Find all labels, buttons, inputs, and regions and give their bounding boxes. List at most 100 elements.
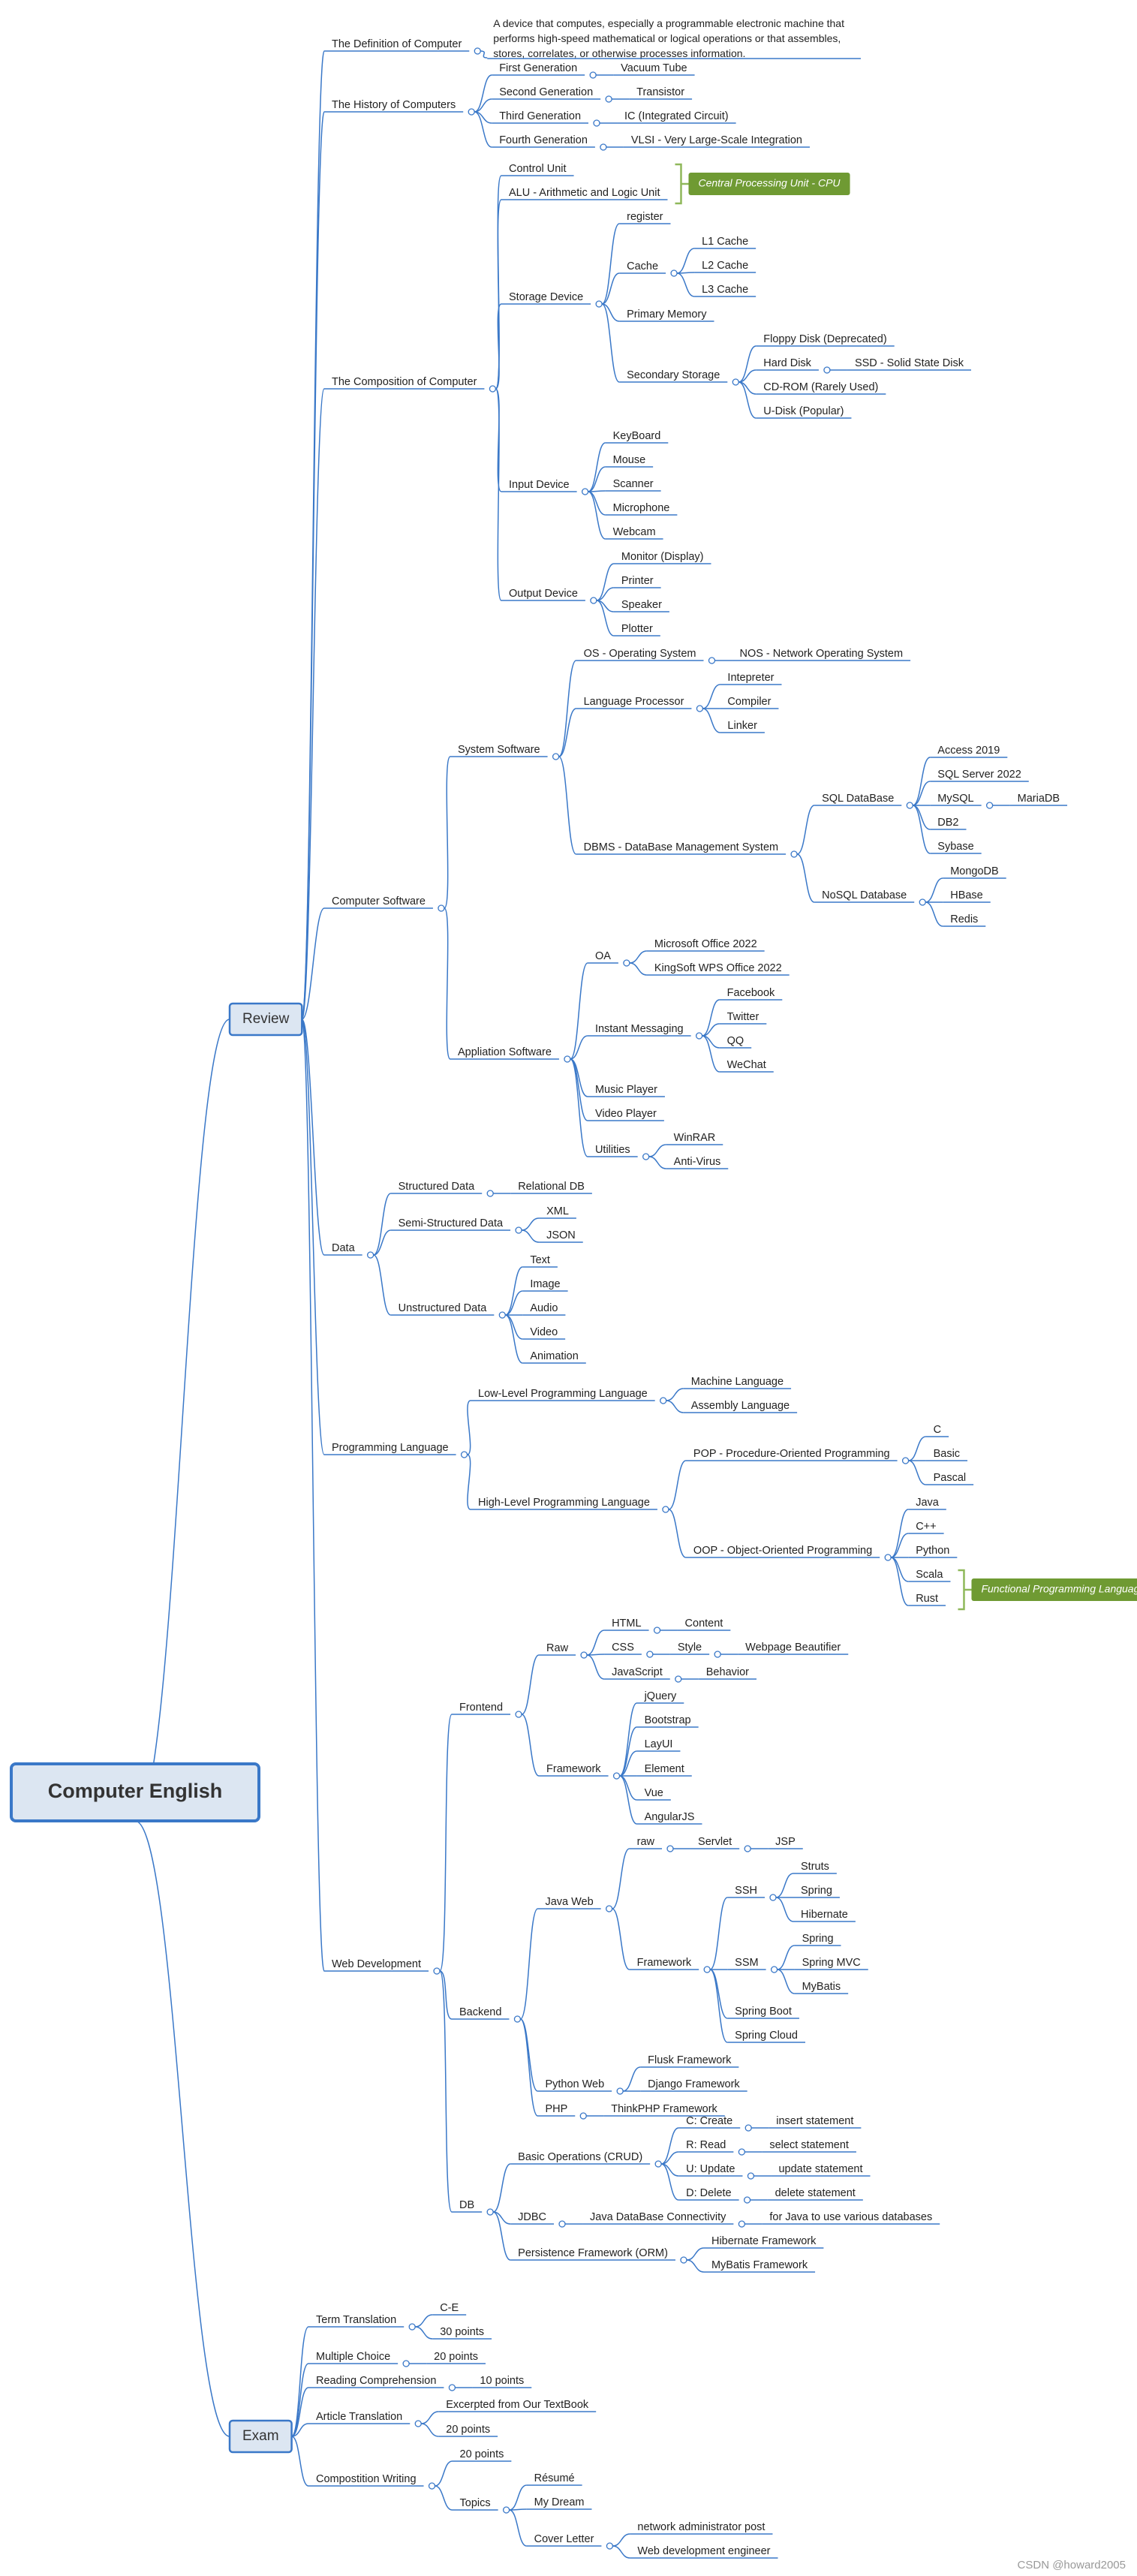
node-dd[interactable]: D: Delete (678, 2187, 739, 2201)
node-java[interactable]: Java (908, 1497, 946, 1510)
node-aud[interactable]: Audio (522, 1302, 566, 1316)
node-app[interactable]: Appliation Software (450, 1046, 559, 1060)
node-struts[interactable]: Struts (793, 1861, 837, 1874)
node-reg[interactable]: register (619, 211, 671, 224)
node-h2[interactable]: Second Generation (492, 86, 601, 100)
node-php[interactable]: PHP (537, 2103, 576, 2117)
collapse-dot-os[interactable] (708, 657, 716, 664)
collapse-dot-srv[interactable] (744, 1845, 751, 1852)
collapse-dot-hist[interactable] (468, 108, 475, 116)
collapse-dot-at[interactable] (414, 2420, 422, 2427)
node-hib[interactable]: Hibernate (793, 1909, 856, 1922)
node-spring2[interactable]: Spring (794, 1933, 841, 1946)
collapse-dot-css[interactable] (646, 1651, 654, 1658)
collapse-dot-ut[interactable] (642, 1153, 650, 1160)
node-hd[interactable]: Hard Disk (756, 357, 819, 371)
node-vp[interactable]: Video Player (587, 1108, 664, 1121)
node-dbms[interactable]: DBMS - DataBase Management System (576, 841, 787, 855)
collapse-dot-sys[interactable] (552, 753, 560, 760)
node-os[interactable]: OS - Operating System (576, 648, 704, 661)
collapse-dot-low[interactable] (660, 1397, 667, 1404)
node-img[interactable]: Image (522, 1278, 568, 1292)
node-db2[interactable]: DB2 (930, 817, 967, 830)
node-cw20[interactable]: 20 points (452, 2448, 512, 2462)
node-pas[interactable]: Pascal (925, 1472, 974, 1485)
node-exam[interactable]: Exam (228, 2419, 293, 2454)
node-h3v[interactable]: IC (Integrated Circuit) (617, 110, 736, 124)
node-cache[interactable]: Cache (619, 260, 666, 274)
node-pl[interactable]: Plotter (613, 623, 660, 636)
node-h4v[interactable]: VLSI - Very Large-Scale Integration (623, 134, 810, 148)
node-rc10[interactable]: 10 points (472, 2375, 532, 2388)
node-pm[interactable]: Primary Memory (619, 308, 714, 322)
node-h1[interactable]: First Generation (492, 62, 585, 76)
collapse-dot-db[interactable] (486, 2208, 494, 2216)
node-oop[interactable]: OOP - Object-Oriented Programming (685, 1545, 880, 1558)
collapse-dot-jwfw[interactable] (703, 1966, 711, 1973)
node-cssv[interactable]: Style (669, 1642, 710, 1655)
node-mso[interactable]: Microsoft Office 2022 (646, 938, 765, 952)
node-sqs[interactable]: SQL Server 2022 (930, 769, 1029, 782)
collapse-dot-cl[interactable] (606, 2542, 614, 2550)
collapse-dot-cc[interactable] (744, 2124, 752, 2132)
collapse-dot-soft[interactable] (438, 904, 445, 912)
node-ut[interactable]: Utilities (587, 1144, 638, 1157)
collapse-dot-sd[interactable] (486, 1190, 494, 1197)
node-jsp[interactable]: JSP (768, 1836, 803, 1849)
collapse-dot-jdbcv[interactable] (738, 2220, 746, 2228)
node-crud[interactable]: Basic Operations (CRUD) (510, 2151, 651, 2165)
node-tw[interactable]: Twitter (719, 1011, 767, 1025)
collapse-dot-def[interactable] (474, 47, 481, 55)
collapse-dot-jw[interactable] (606, 1905, 613, 1912)
node-djg[interactable]: Django Framework (640, 2078, 747, 2092)
node-cc[interactable]: C: Create (678, 2115, 741, 2129)
node-sp[interactable]: Speaker (613, 599, 669, 612)
node-jdbc[interactable]: JDBC (510, 2211, 555, 2225)
node-cu[interactable]: Control Unit (501, 163, 574, 176)
node-av[interactable]: Anti-Virus (666, 1156, 729, 1169)
node-cd[interactable]: CD-ROM (Rarely Used) (756, 381, 886, 395)
node-pr[interactable]: Printer (613, 575, 661, 588)
collapse-dot-php[interactable] (579, 2112, 587, 2120)
node-ele[interactable]: Element (636, 1763, 692, 1777)
node-py[interactable]: Python (908, 1545, 958, 1558)
node-sc[interactable]: Scanner (605, 478, 661, 492)
node-outp[interactable]: Output Device (501, 588, 585, 601)
collapse-dot-crud[interactable] (654, 2160, 662, 2168)
node-hb[interactable]: HBase (943, 889, 991, 903)
collapse-dot-rr[interactable] (738, 2148, 746, 2156)
node-js[interactable]: JavaScript (604, 1666, 670, 1680)
node-flask[interactable]: Flusk Framework (640, 2054, 739, 2068)
node-soft[interactable]: Computer Software (324, 895, 433, 909)
node-smvc[interactable]: Spring MVC (794, 1957, 868, 1970)
node-h2v[interactable]: Transistor (629, 86, 693, 100)
collapse-dot-top[interactable] (502, 2506, 510, 2514)
node-jwraw[interactable]: raw (629, 1836, 663, 1849)
node-uuv[interactable]: update statement (771, 2163, 871, 2177)
node-be[interactable]: Backend (452, 2006, 510, 2020)
collapse-dot-web[interactable] (433, 1967, 441, 1975)
node-dream[interactable]: My Dream (526, 2496, 592, 2510)
node-wps[interactable]: KingSoft WPS Office 2022 (646, 962, 790, 976)
node-mo[interactable]: Mouse (605, 454, 654, 468)
node-ce[interactable]: C-E (432, 2302, 467, 2316)
node-rc[interactable]: Reading Comprehension (308, 2375, 444, 2388)
node-def[interactable]: The Definition of Computer (324, 38, 470, 52)
node-cw[interactable]: Compostition Writing (308, 2473, 424, 2487)
node-cmp[interactable]: Compiler (720, 696, 779, 709)
node-wde[interactable]: Web development engineer (630, 2545, 778, 2559)
collapse-dot-h4[interactable] (600, 143, 607, 151)
node-l3[interactable]: L3 Cache (694, 284, 756, 297)
node-web[interactable]: Web Development (324, 1958, 429, 1972)
node-int[interactable]: Intepreter (720, 672, 782, 685)
node-jq[interactable]: jQuery (636, 1690, 684, 1704)
node-ang[interactable]: AngularJS (636, 1811, 702, 1825)
collapse-dot-h1[interactable] (589, 71, 597, 79)
node-oa[interactable]: OA (587, 950, 618, 964)
collapse-dot-html[interactable] (653, 1627, 661, 1634)
node-txt[interactable]: Text (522, 1254, 558, 1268)
collapse-dot-cssv[interactable] (714, 1651, 721, 1658)
node-usd[interactable]: Unstructured Data (390, 1302, 495, 1316)
root-node[interactable]: Computer English (10, 1762, 260, 1822)
node-vid[interactable]: Video (522, 1326, 566, 1340)
